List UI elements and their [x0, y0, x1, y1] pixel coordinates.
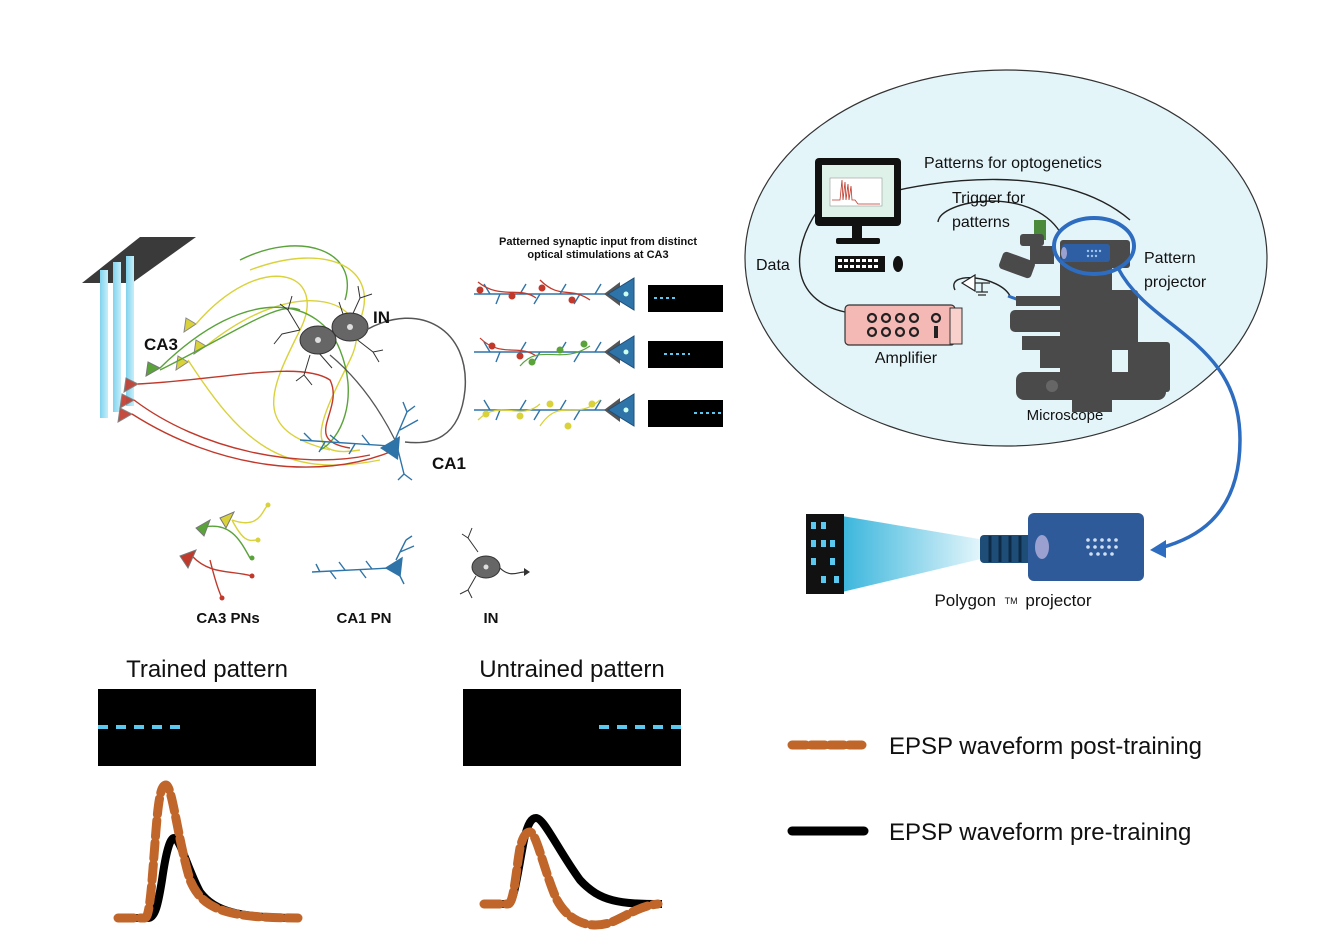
projector-lens: [980, 535, 1032, 563]
legend-ca1-pn: CA1 PN: [336, 610, 391, 627]
label-pattern-projector-line2: projector: [1144, 274, 1207, 291]
trained-pattern-title: Trained pattern: [126, 656, 288, 683]
ca1-pn-icon: [311, 535, 415, 585]
label-polygon-projector: Polygon TM projector: [934, 589, 1091, 610]
ca1-neuron: [299, 401, 419, 481]
untrained-epsp-post: [479, 827, 663, 930]
legend-in: IN: [484, 610, 499, 627]
label-data: Data: [756, 257, 790, 274]
label-trigger-line1: Trigger for: [952, 190, 1026, 207]
legend-pre-label: EPSP waveform pre-training: [889, 819, 1191, 846]
untrained-pattern-box: [463, 689, 681, 766]
projector-link-arrowhead: [1150, 540, 1166, 558]
computer-icon: [815, 158, 903, 272]
microscope-icon: [999, 220, 1170, 412]
untrained-pattern-title: Untrained pattern: [479, 656, 664, 683]
stim-pattern-thumbnails: [648, 285, 723, 427]
polygon-projector: Polygon TM projector: [806, 513, 1144, 610]
ca3-axons: [131, 245, 391, 468]
label-amplifier: Amplifier: [875, 350, 938, 367]
legend-post-label: EPSP waveform post-training: [889, 733, 1202, 760]
cell-type-legend: CA3 PNs CA1 PN IN: [179, 502, 530, 627]
amplifier-icon: [844, 304, 963, 346]
pattern-row-red: [474, 277, 635, 311]
trained-epsp-post: [113, 780, 303, 923]
ca3-pns-icon: [179, 502, 271, 601]
pattern-title-line1: Patterned synaptic input from distinct: [499, 236, 697, 248]
label-ca3: CA3: [144, 335, 178, 354]
projection-beam: [842, 516, 985, 592]
label-patterns-optogenetics: Patterns for optogenetics: [924, 155, 1102, 172]
results-panel: Trained pattern Untrained pattern EPSP w…: [98, 656, 1202, 930]
trained-pattern-box: [98, 689, 316, 766]
projector-highlight-ring: [1052, 216, 1136, 276]
optical-light-beams: [100, 256, 134, 418]
pattern-title-line2: optical stimulations at CA3: [527, 249, 668, 261]
label-pattern-projector-line1: Pattern: [1144, 250, 1196, 267]
label-ca1: CA1: [432, 454, 466, 473]
ca3-neurons: [117, 317, 207, 423]
projector-body: [1028, 513, 1144, 581]
setup-panel: Patterns for optogenetics Trigger for pa…: [744, 69, 1268, 558]
circuit-panel: CA3 IN CA1 Patterned synaptic input from…: [82, 236, 723, 481]
pattern-row-yellow: [474, 393, 635, 430]
label-trigger-line2: patterns: [952, 214, 1010, 231]
label-in: IN: [373, 308, 390, 327]
projector-link-arrow: [1116, 267, 1242, 550]
interneurons: [273, 285, 466, 444]
in-icon: [459, 527, 530, 599]
stimulation-plate: [82, 237, 196, 283]
label-microscope: Microscope: [1027, 407, 1104, 424]
pattern-row-green: [474, 335, 635, 369]
legend-ca3-pns: CA3 PNs: [196, 610, 259, 627]
